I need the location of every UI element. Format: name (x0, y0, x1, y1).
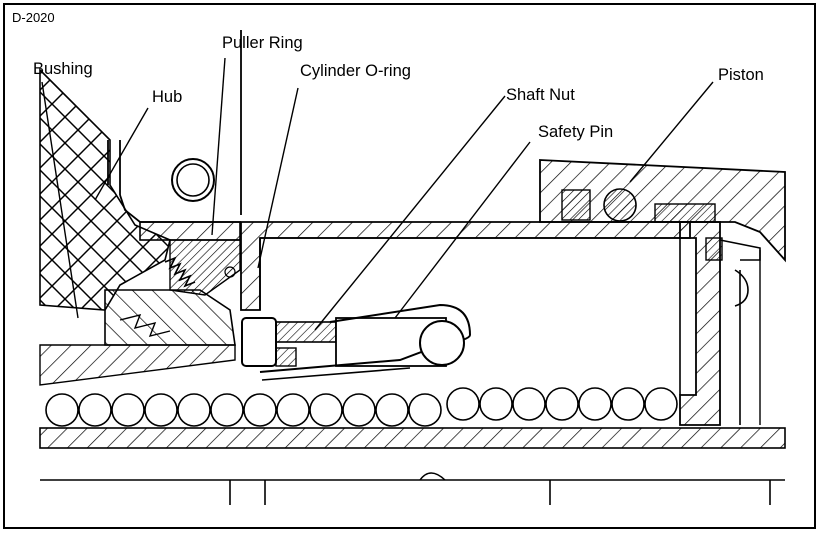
leader-lines (41, 57, 714, 331)
hub-bolt-hole (171, 158, 215, 202)
shaft-band (39, 427, 786, 449)
label-hub: Hub (152, 88, 183, 106)
drawing-frame (3, 3, 816, 529)
bearing-balls-left (45, 393, 442, 427)
shaft-nut (241, 317, 277, 367)
label-puller-ring: Puller Ring (222, 34, 303, 52)
label-piston: Piston (718, 66, 764, 84)
bearing-balls-right (446, 387, 678, 421)
puller-ring (139, 221, 241, 241)
label-bushing: Bushing (33, 60, 93, 78)
label-safety-pin: Safety Pin (538, 123, 614, 141)
cylinder-top-wall (240, 221, 691, 311)
label-cylinder-oring: Cylinder O-ring (300, 62, 411, 80)
label-shaft-nut: Shaft Nut (506, 86, 575, 104)
bushing-body (104, 289, 236, 346)
drawing-code: D-2020 (12, 10, 55, 25)
hub-body (39, 68, 171, 311)
